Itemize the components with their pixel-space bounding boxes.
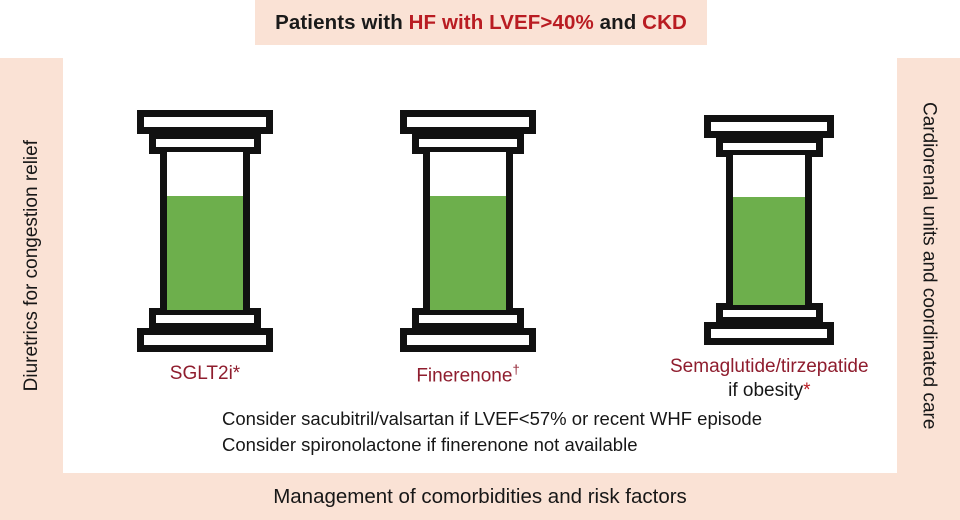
- pillar-finerenone: Finerenone†: [400, 110, 536, 388]
- pillar-label-main: Finerenone†: [416, 362, 519, 388]
- left-rail-diuretics: Diuretrics for congestion relief: [0, 58, 63, 473]
- pillar-top-echinus: [715, 136, 823, 157]
- dagger-icon: †: [512, 362, 520, 377]
- pillar-top-echinus: [149, 132, 261, 154]
- pillar-semaglutide-tirzepatide: Semaglutide/tirzepatide if obesity*: [670, 115, 869, 403]
- pillar-base-echinus: [149, 308, 261, 330]
- pillar-label-sglt2i: SGLT2i*: [170, 362, 240, 386]
- pillar-label-main: Semaglutide/tirzepatide: [670, 356, 869, 377]
- pillar-base-echinus: [715, 303, 823, 324]
- pillar-label-finerenone: Finerenone†: [416, 362, 519, 388]
- footer-label: Management of comorbidities and risk fac…: [273, 484, 687, 508]
- pillar-shaft: [423, 152, 513, 310]
- left-rail-label: Diuretrics for congestion relief: [20, 139, 42, 392]
- pillar-sglt2i: SGLT2i*: [137, 110, 273, 386]
- asterisk-icon: *: [803, 379, 811, 401]
- pillar-top-abacus: [704, 115, 835, 138]
- pillar-top-abacus: [137, 110, 273, 134]
- pillar-label-main-text: Finerenone: [416, 365, 513, 387]
- pillar-top-echinus: [412, 132, 524, 154]
- pillar-fill: [733, 197, 806, 305]
- pillar-graphic-sglt2i: [137, 110, 273, 352]
- right-rail-cardiorenal-units: Cardiorenal units and coordinated care: [897, 58, 960, 473]
- title-prefix: Patients with: [275, 10, 409, 34]
- pillar-fill: [167, 196, 243, 310]
- pillar-base-abacus: [137, 328, 273, 352]
- pillar-shaft: [160, 152, 250, 310]
- pillar-label-main: SGLT2i*: [169, 363, 241, 384]
- title-middle: and: [593, 10, 643, 34]
- pillar-label-semaglutide: Semaglutide/tirzepatide if obesity*: [670, 355, 869, 403]
- pillar-base-abacus: [704, 322, 835, 345]
- title-banner: Patients with HF with LVEF>40% and CKD: [255, 0, 707, 45]
- pillar-base-abacus: [400, 328, 536, 352]
- pillar-graphic-semaglutide: [704, 115, 835, 345]
- pillar-top-abacus: [400, 110, 536, 134]
- main-stage: SGLT2i* Finerenone†: [63, 58, 897, 473]
- page-title: Patients with HF with LVEF>40% and CKD: [275, 11, 687, 35]
- notes-block: Consider sacubitril/valsartan if LVEF<57…: [222, 406, 762, 459]
- note-line-1: Consider sacubitril/valsartan if LVEF<57…: [222, 408, 762, 429]
- pillar-shaft: [726, 155, 813, 305]
- pillar-label-sub-text: if obesity: [728, 379, 804, 401]
- pillar-label-sub: if obesity*: [670, 379, 869, 403]
- right-rail-label: Cardiorenal units and coordinated care: [918, 101, 940, 430]
- title-highlight-hf-lvef: HF with LVEF>40%: [408, 10, 594, 34]
- note-line-2: Consider spironolactone if finerenone no…: [222, 434, 638, 456]
- pillar-base-echinus: [412, 308, 524, 330]
- pillar-graphic-finerenone: [400, 110, 536, 352]
- footer-band: Management of comorbidities and risk fac…: [0, 473, 960, 520]
- title-highlight-ckd: CKD: [642, 10, 687, 34]
- pillar-fill: [430, 196, 506, 310]
